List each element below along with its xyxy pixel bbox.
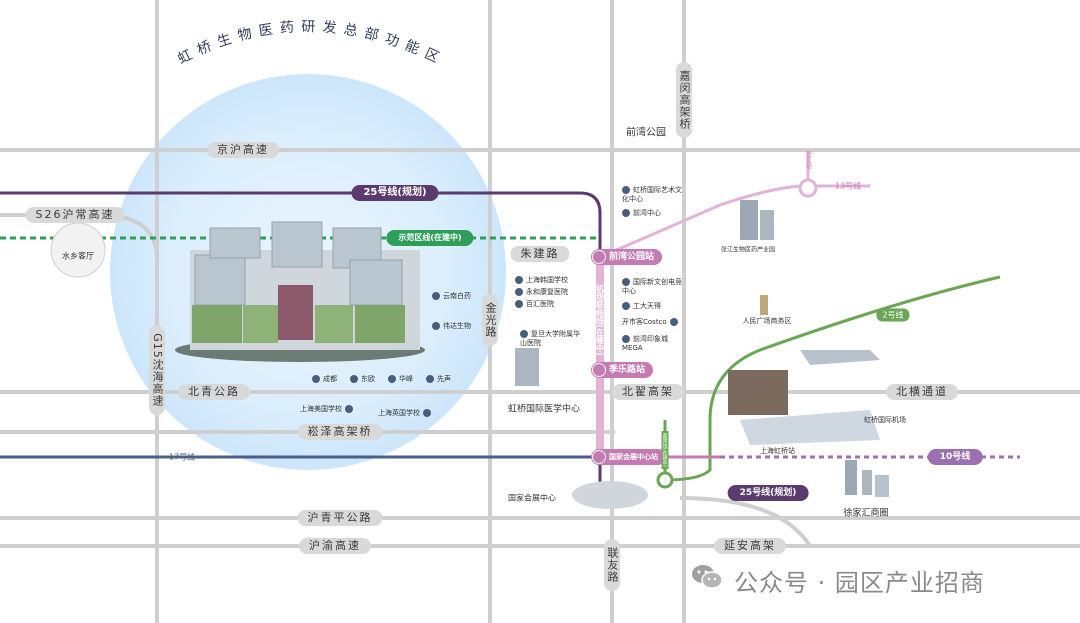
poi-dot-icon xyxy=(345,405,353,413)
poi-hq-art: 虹桥国际艺术文化中心 xyxy=(622,186,682,203)
road-jinghu: 京沪高速 xyxy=(207,142,279,158)
zone-title: 虹桥生物医药研发总部功能区 xyxy=(175,19,447,69)
poi-dot-icon xyxy=(622,186,630,194)
green-vertical-label: 嘉闵线(在建中) xyxy=(661,431,669,469)
place-hongqiao-medical: 虹桥国际医学中心 xyxy=(507,404,581,415)
poi-huafeng: 华峰 xyxy=(388,375,413,384)
poi-dot-icon xyxy=(520,330,528,338)
road-yanan: 延安高架 xyxy=(714,538,786,554)
line2-label: 2号线 xyxy=(876,308,910,322)
road-beiheng: 北横通道 xyxy=(886,384,958,400)
station-ring-icon xyxy=(592,363,606,377)
zhangjiang-station-marker xyxy=(798,178,818,198)
place-shuixiang: 水乡客厅 xyxy=(62,251,94,261)
place-zhangjiang-park: 张江生物医药产业园 xyxy=(720,246,776,254)
poi-dot-icon xyxy=(350,375,358,383)
dongfang-line-label: 示范区线(在建中) xyxy=(386,230,474,246)
poi-yunnan-baiyao: 云南白药 xyxy=(432,292,471,301)
road-songze: 崧泽高架桥 xyxy=(297,424,383,440)
road-jinguang: 金光路 xyxy=(482,294,498,346)
poi-dot-icon xyxy=(388,375,396,383)
road-lianyou: 联友路 xyxy=(604,539,620,591)
poi-dot-icon xyxy=(515,288,523,296)
station-hongqiao: 上海虹桥站 xyxy=(760,447,795,455)
station-ring-icon xyxy=(592,250,606,264)
poi-dongou: 东欧 xyxy=(350,375,375,384)
poi-dot-icon xyxy=(432,322,440,330)
station-jile: 季乐路站 xyxy=(591,362,654,378)
road-beiqing: 北青公路 xyxy=(178,384,250,400)
road-huqingping: 沪青平公路 xyxy=(297,510,383,526)
road-s26: S26沪常高速 xyxy=(25,207,125,223)
poi-dot-icon xyxy=(622,209,630,217)
label-qianwan-park: 前湾公园 xyxy=(626,127,666,139)
poi-sh-school: 上海韩国学校 xyxy=(515,276,568,285)
station-exhibition: 国家会展中心站 xyxy=(591,449,666,465)
poi-dot-icon xyxy=(622,335,630,343)
station-qianwan: 前湾公园站 xyxy=(591,249,663,265)
campus-render xyxy=(175,221,425,362)
poi-dot-icon xyxy=(423,409,431,417)
poi-qianwan-center: 前湾中心 xyxy=(622,209,661,218)
poi-mega: 前湾印象城MEGA xyxy=(622,335,668,352)
poi-huahui: 百汇医院 xyxy=(515,300,554,309)
airport-link-label: 机场联络线(在建中) xyxy=(595,284,605,356)
line13-label: 13号线 xyxy=(834,181,862,191)
poi-fudan: 复旦大学附属华山医院 xyxy=(520,330,580,347)
poi-school1: 上海美国学校 xyxy=(300,405,356,414)
green-station-marker xyxy=(656,471,674,489)
road-g15: G15沈海高速 xyxy=(149,325,165,415)
line2-track xyxy=(664,275,1001,482)
poi-costco: 开市客Costco xyxy=(622,318,681,327)
poi-intl-center: 国际新文创电竞中心 xyxy=(622,278,682,295)
poi-dot-icon xyxy=(426,375,434,383)
line25-label-bottom: 25号线(规划) xyxy=(727,485,809,501)
poi-dot-icon xyxy=(515,300,523,308)
line10-label: 10号线 xyxy=(927,449,983,465)
line17-label: 17号线 xyxy=(168,452,196,462)
station-ring-icon xyxy=(592,450,606,464)
road-zhujian: 朱建路 xyxy=(510,246,570,262)
place-peoples-square: 人民广场商务区 xyxy=(742,317,792,325)
poi-gongda: 工大天得 xyxy=(622,302,661,311)
poi-dot-icon xyxy=(432,292,440,300)
watermark-text: 公众号 · 园区产业招商 xyxy=(734,569,985,597)
poi-weida: 伟达生物 xyxy=(432,322,471,331)
poi-dot-icon xyxy=(669,318,678,326)
poi-xianmen: 先声 xyxy=(426,375,451,384)
place-national-exhibition: 国家会展中心 xyxy=(508,493,556,503)
right-renders xyxy=(50,200,889,509)
line13-track xyxy=(599,184,870,259)
poi-dot-icon xyxy=(622,278,630,286)
road-huyu: 沪渝高速 xyxy=(299,538,371,554)
road-beizhai: 北翟高架 xyxy=(612,384,684,400)
poi-dot-icon xyxy=(622,302,630,310)
station-zhangjiang: 张江站 xyxy=(804,151,812,169)
poi-chengdu: 成都 xyxy=(312,375,337,384)
poi-yonghe: 永和康复医院 xyxy=(515,288,568,297)
place-hongqiao-airport: 虹桥国际机场 xyxy=(864,416,906,424)
poi-school2: 上海英国学校 xyxy=(378,409,434,418)
wechat-icon xyxy=(691,563,723,591)
line25-label-top: 25号线(规划) xyxy=(351,185,439,201)
place-xujiahui: 徐家汇商圈 xyxy=(843,508,889,519)
poi-dot-icon xyxy=(515,276,523,284)
road-jiamin: 嘉闵高架桥 xyxy=(676,62,692,138)
poi-dot-icon xyxy=(312,375,320,383)
